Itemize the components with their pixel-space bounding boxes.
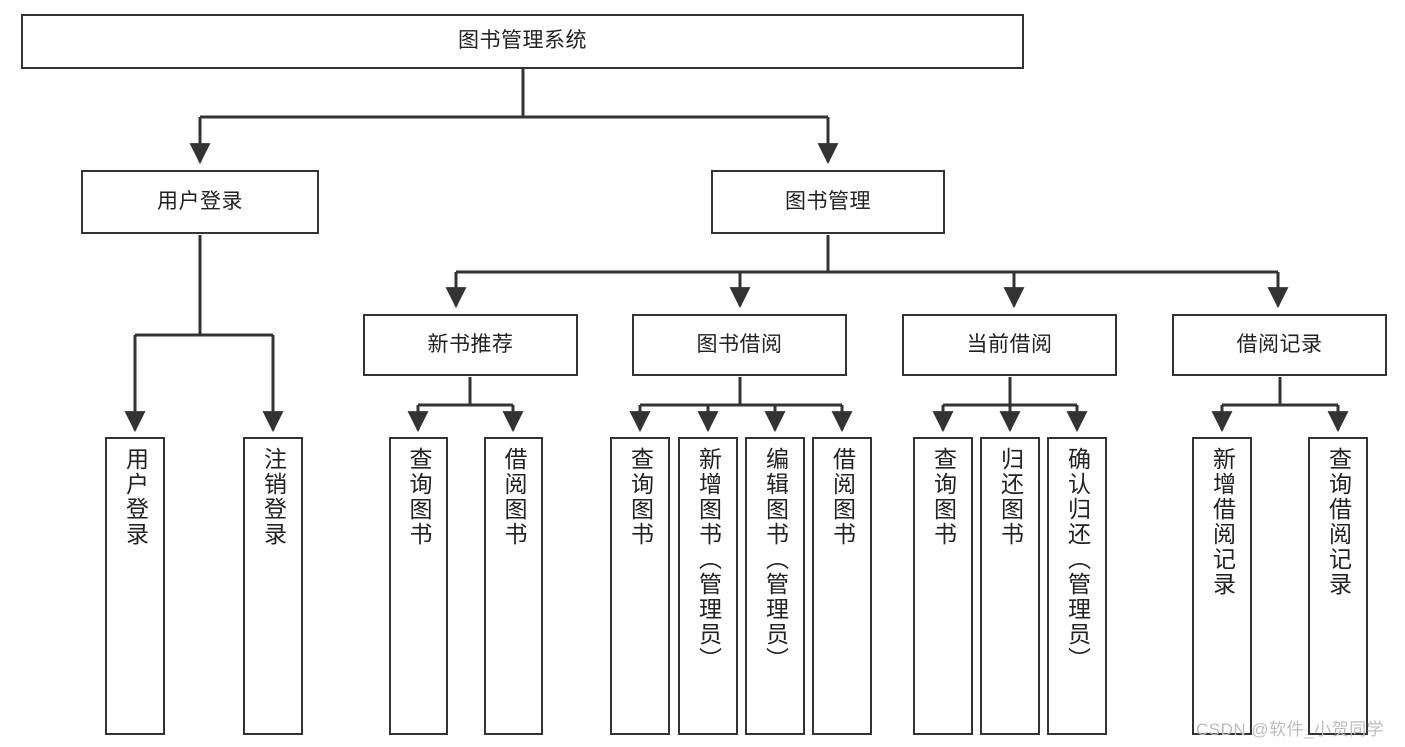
node-borrow-record[interactable]: 借阅记录	[1172, 314, 1387, 376]
node-leaf-add-book[interactable]: 新增图书（管理员）	[678, 437, 738, 735]
node-leaf-borrow-book-2-label: 借阅图书	[829, 447, 856, 547]
node-book-borrow[interactable]: 图书借阅	[632, 314, 847, 376]
node-new-book-rec-label: 新书推荐	[427, 332, 514, 356]
node-leaf-add-record[interactable]: 新增借阅记录	[1192, 437, 1252, 735]
node-leaf-query-record-label: 查询借阅记录	[1325, 447, 1352, 597]
node-root-label: 图书管理系统	[458, 29, 587, 53]
node-leaf-query-record[interactable]: 查询借阅记录	[1308, 437, 1368, 735]
node-current-borrow[interactable]: 当前借阅	[902, 314, 1117, 376]
node-leaf-query-book-2[interactable]: 查询图书	[610, 437, 670, 735]
node-leaf-return-book-label: 归还图书	[997, 447, 1024, 547]
node-leaf-logout[interactable]: 注销登录	[243, 437, 303, 735]
node-root[interactable]: 图书管理系统	[21, 14, 1024, 69]
node-borrow-record-label: 借阅记录	[1236, 332, 1323, 356]
node-leaf-query-book-3-label: 查询图书	[930, 447, 957, 547]
node-leaf-edit-book[interactable]: 编辑图书（管理员）	[745, 437, 805, 735]
node-leaf-return-book[interactable]: 归还图书	[980, 437, 1040, 735]
node-leaf-borrow-book-1-label: 借阅图书	[501, 447, 527, 547]
node-leaf-add-record-label: 新增借阅记录	[1209, 447, 1236, 597]
node-leaf-user-login[interactable]: 用户登录	[105, 437, 165, 735]
node-book-borrow-label: 图书借阅	[696, 332, 783, 356]
node-leaf-borrow-book-1[interactable]: 借阅图书	[484, 437, 543, 735]
node-book-manage[interactable]: 图书管理	[711, 170, 945, 234]
node-user-login[interactable]: 用户登录	[81, 170, 319, 234]
node-leaf-logout-label: 注销登录	[260, 447, 287, 547]
node-leaf-borrow-book-2[interactable]: 借阅图书	[812, 437, 872, 735]
node-leaf-query-book-1-label: 查询图书	[406, 447, 432, 547]
node-leaf-query-book-3[interactable]: 查询图书	[913, 437, 973, 735]
node-user-login-label: 用户登录	[157, 189, 243, 213]
node-leaf-confirm-return-label: 确认归还（管理员）	[1064, 447, 1091, 672]
node-book-manage-label: 图书管理	[785, 189, 871, 213]
node-leaf-add-book-label: 新增图书（管理员）	[695, 447, 722, 672]
node-leaf-query-book-2-label: 查询图书	[627, 447, 654, 547]
watermark-text: CSDN @软件_小贺同学	[1196, 720, 1385, 739]
node-leaf-query-book-1[interactable]: 查询图书	[389, 437, 448, 735]
node-leaf-edit-book-label: 编辑图书（管理员）	[762, 447, 789, 672]
node-leaf-confirm-return[interactable]: 确认归还（管理员）	[1047, 437, 1107, 735]
node-new-book-rec[interactable]: 新书推荐	[363, 314, 578, 376]
node-leaf-user-login-label: 用户登录	[122, 447, 149, 547]
node-current-borrow-label: 当前借阅	[966, 332, 1053, 356]
